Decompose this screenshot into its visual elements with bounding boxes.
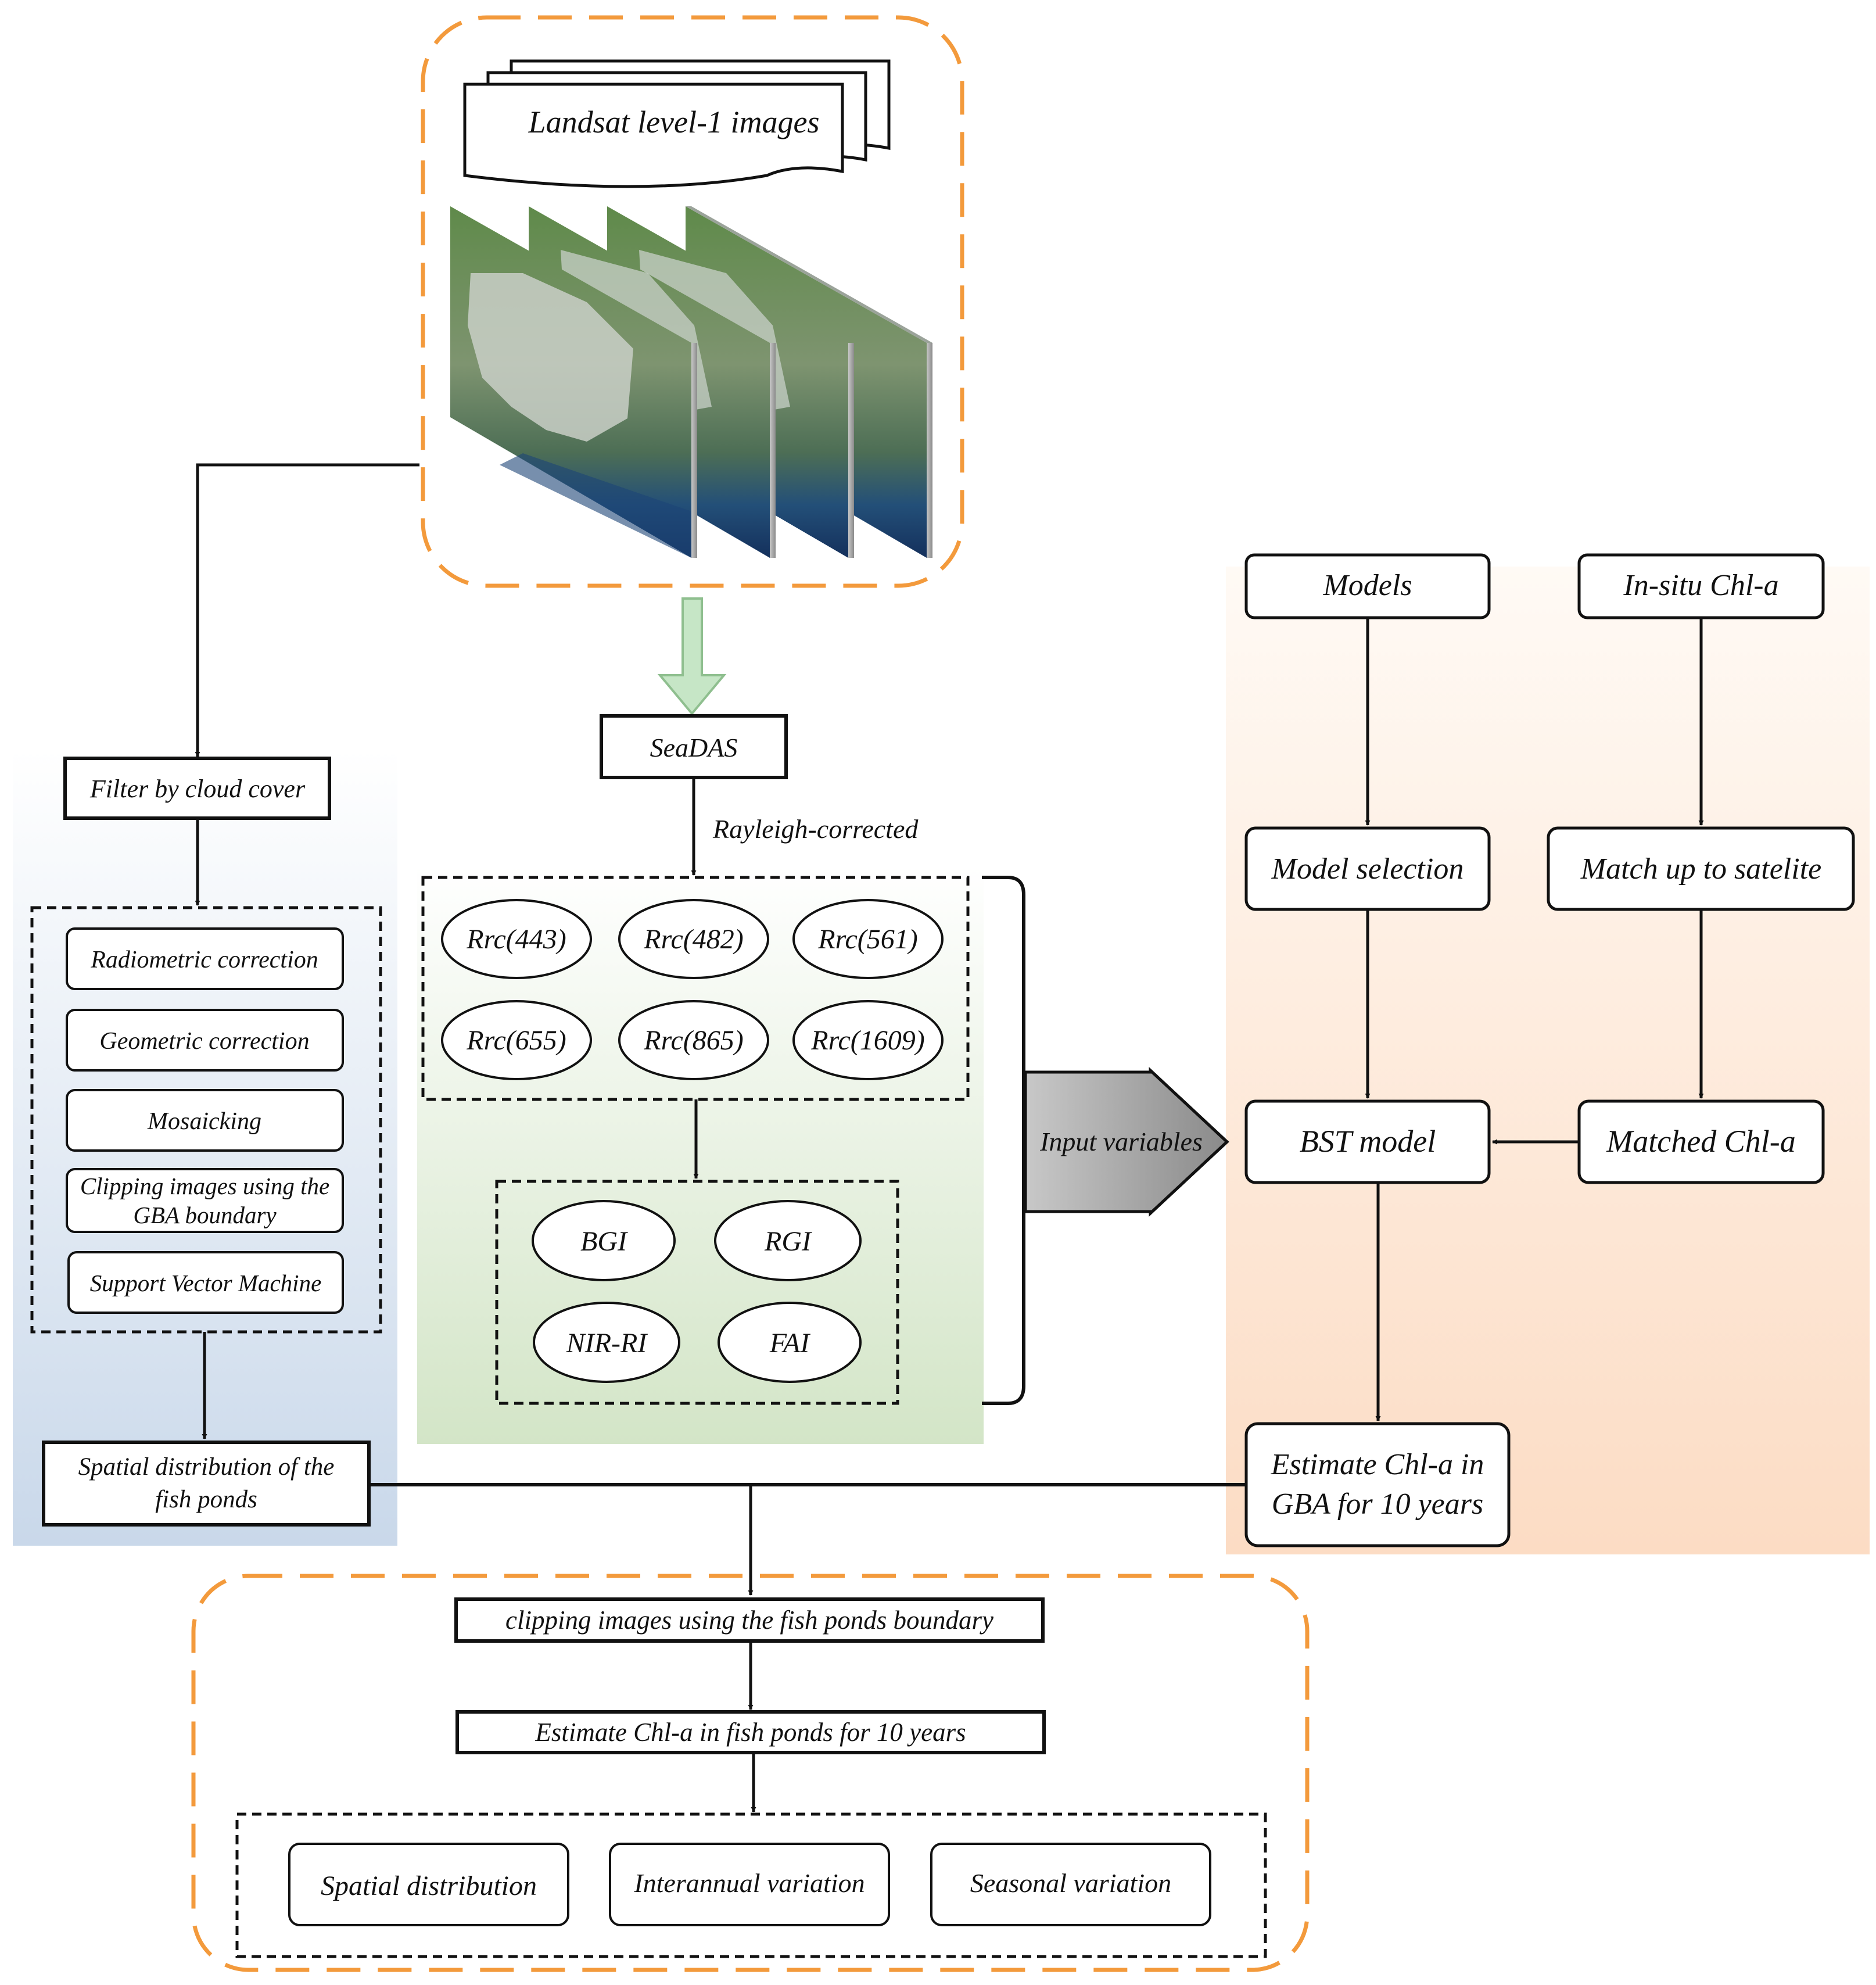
estimate-ponds-label: Estimate Chl-a in fish ponds for 10 year…: [535, 1718, 966, 1747]
model-selection-label: Model selection: [1271, 852, 1464, 886]
band-label: Rrc(482): [643, 924, 744, 955]
step-box: [66, 1009, 344, 1072]
landsat-image-stack: [450, 206, 932, 558]
outputs-group: [235, 1812, 1267, 1958]
clip-fishpond-label: clipping images using the fish ponds bou…: [505, 1606, 993, 1635]
filter-label: Filter by cloud cover: [89, 775, 306, 803]
landsat-image-frame: [450, 206, 697, 558]
band-group: [421, 876, 970, 1101]
band-label: Rrc(655): [466, 1025, 566, 1056]
estimate-gba-wrap: Estimate Chl-a in GBA for 10 years: [1271, 1448, 1484, 1521]
input-variables-label: Input variables: [1039, 1127, 1203, 1156]
index-group: [495, 1180, 899, 1405]
step-label: Mosaicking: [147, 1108, 261, 1135]
estimate-gba-label: Estimate Chl-a in GBA for 10 years: [1271, 1448, 1484, 1521]
band-ellipse: [792, 1000, 944, 1080]
index-label: FAI: [769, 1328, 810, 1359]
arrow-images-to-filter: [195, 463, 419, 757]
output-box: [930, 1843, 1211, 1926]
step-box: [66, 1168, 344, 1233]
band-ellipse: [441, 1000, 592, 1080]
right-panel-background: [1226, 567, 1870, 1554]
step-label: Support Vector Machine: [90, 1270, 322, 1296]
step-label: Geometric correction: [99, 1028, 309, 1055]
matched-chla-label: Matched Chl-a: [1606, 1124, 1795, 1159]
step-label: Radiometric correction: [90, 947, 318, 973]
output-box: [288, 1843, 569, 1926]
index-ellipse: [533, 1302, 680, 1383]
band-label: Rrc(561): [817, 924, 918, 955]
step-label: Clipping images using the GBA boundary: [80, 1173, 330, 1228]
step-box: [66, 1089, 344, 1152]
rayleigh-label: Rayleigh-corrected: [712, 814, 919, 844]
matchup-label: Match up to satelite: [1580, 852, 1821, 886]
output-box: [609, 1843, 890, 1926]
insitu-label: In-situ Chl-a: [1623, 569, 1778, 602]
estimate-ponds-box: [455, 1710, 1046, 1754]
fish-pond-group-frame: [191, 1574, 1310, 1972]
input-arrow-outline: [1024, 1067, 1229, 1217]
index-ellipse: [532, 1200, 676, 1281]
step-label-wrap: Clipping images using the GBA boundary: [80, 1173, 330, 1228]
band-label: Rrc(865): [643, 1025, 744, 1056]
arrow-images-to-seadas: [657, 597, 727, 716]
landsat-document-stack: [463, 59, 891, 188]
band-ellipse: [441, 899, 592, 979]
step-box: [66, 927, 344, 990]
output-label: Interannual variation: [633, 1868, 865, 1898]
landsat-group-frame: [421, 15, 964, 588]
output-label: Spatial distribution: [321, 1871, 537, 1901]
fish-pond-distribution-label: Spatial distribution of the fish ponds: [78, 1453, 335, 1513]
seadas-label: SeaDAS: [650, 733, 738, 762]
index-label: NIR-RI: [566, 1328, 648, 1359]
band-label: Rrc(1609): [810, 1025, 925, 1056]
band-label: Rrc(443): [466, 924, 566, 955]
filter-box: [63, 757, 331, 820]
band-ellipse: [618, 1000, 769, 1080]
bst-model-box: [1244, 1099, 1491, 1184]
fish-pond-distribution-box: [42, 1441, 371, 1527]
index-label: RGI: [764, 1226, 812, 1257]
input-bracket: [982, 876, 1025, 1405]
landsat-images-label: Landsat level-1 images: [528, 105, 820, 139]
preprocessing-group: [30, 906, 382, 1334]
clip-fishpond-box: [454, 1597, 1045, 1643]
fish-pond-distribution-wrap: Spatial distribution of the fish ponds: [78, 1453, 335, 1513]
models-label: Models: [1322, 569, 1412, 602]
index-ellipse: [718, 1302, 862, 1383]
seadas-box: [600, 714, 788, 779]
index-ellipse: [714, 1200, 862, 1281]
band-ellipse: [792, 899, 944, 979]
index-label: BGI: [580, 1226, 628, 1257]
step-box: [67, 1251, 344, 1314]
output-label: Seasonal variation: [970, 1868, 1171, 1898]
bst-model-label: BST model: [1300, 1124, 1436, 1159]
band-ellipse: [618, 899, 769, 979]
